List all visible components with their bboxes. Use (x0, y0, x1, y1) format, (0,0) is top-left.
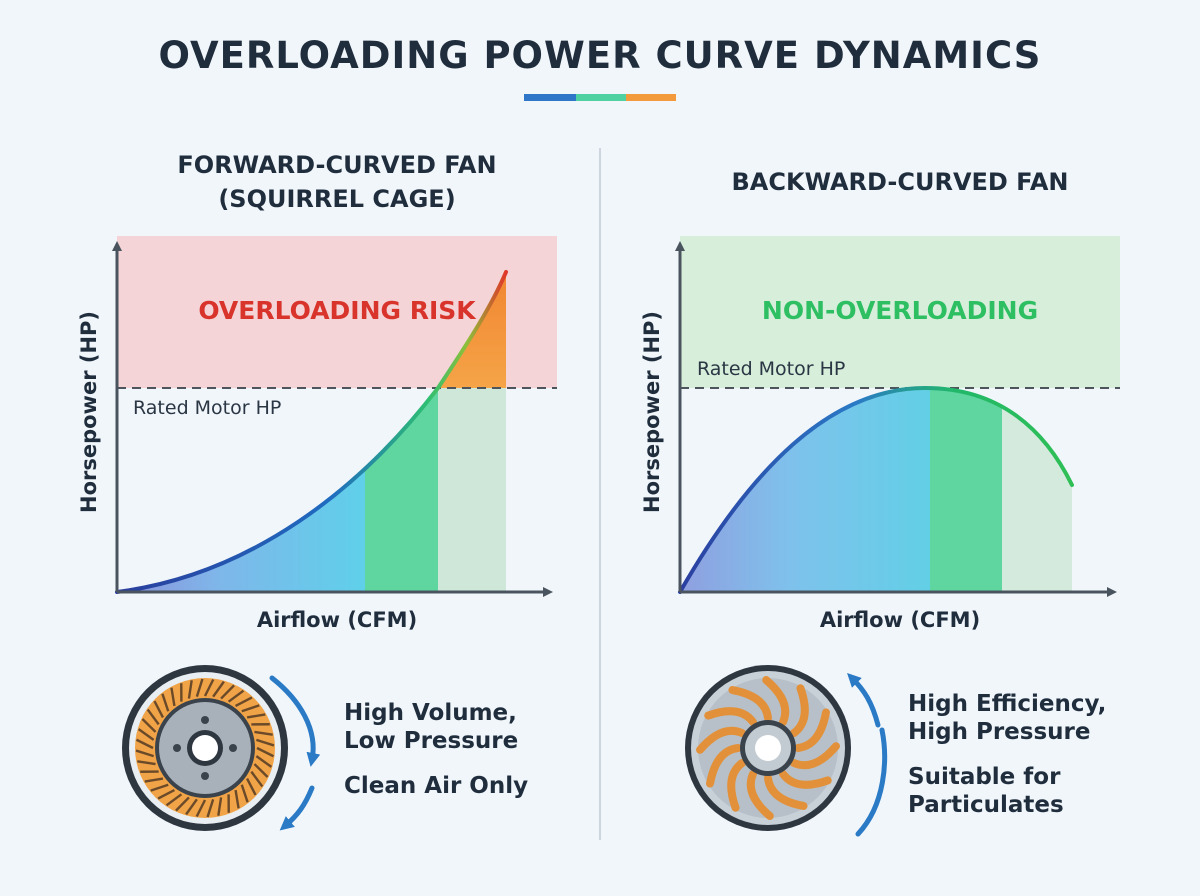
fan-blade (255, 755, 273, 768)
fan-blade (706, 744, 742, 788)
right-note-line2: High Pressure (908, 719, 1091, 745)
fan-blade (794, 708, 830, 752)
fan-blade (135, 749, 155, 758)
fan-blade (137, 728, 155, 741)
overloading-risk-label: OVERLOADING RISK (198, 296, 476, 325)
fan-blade (220, 684, 235, 700)
fan-blade (727, 759, 747, 812)
fan-blade (764, 774, 808, 810)
left-panel-title-line2: (SQUIRREL CAGE) (218, 185, 456, 213)
left-y-axis-label: Horsepower (HP) (77, 310, 101, 513)
fan-blade (146, 708, 160, 726)
fan-blade (254, 730, 273, 736)
fan-blade (253, 763, 269, 778)
fan-blade (227, 689, 245, 703)
fan-blade (170, 687, 176, 707)
fan-blade (696, 726, 747, 754)
fan-blade (789, 684, 809, 737)
fan-blade (161, 693, 170, 712)
fan-blade (246, 778, 257, 796)
fan-blade (135, 738, 154, 750)
fan-blade (195, 678, 204, 698)
non-overloading-label: NON-OVERLOADING (761, 296, 1039, 325)
fan-blade (203, 678, 215, 697)
fan-blade (241, 704, 260, 713)
fan-blade (255, 738, 275, 747)
right-note2-line2: Particulates (908, 792, 1064, 818)
fan-blade (141, 718, 157, 733)
fan-blade (728, 686, 772, 722)
fan-blade (144, 777, 164, 783)
forward-curved-fan-wheel-icon (122, 665, 288, 831)
left-rated-motor-hp-label: Rated Motor HP (133, 397, 282, 419)
right-panel-title: BACKWARD-CURVED FAN (731, 168, 1069, 196)
right-note-efficiency-pressure: High Efficiency, High Pressure (908, 690, 1106, 746)
right-note2-line1: Suitable for (908, 764, 1061, 790)
accent-bar-orange (626, 94, 676, 101)
non-overloading-zone (680, 236, 1120, 388)
fan-blade (187, 680, 193, 699)
fan-blade (256, 746, 275, 758)
fan-blade (212, 680, 225, 698)
fan-blade (246, 713, 266, 719)
fan-blade (746, 769, 774, 820)
right-x-axis-label: Airflow (CFM) (819, 608, 981, 632)
right-power-curve (678, 385, 1074, 594)
fan-blade (779, 769, 832, 789)
left-power-curve (115, 270, 508, 594)
rotation-arrow-icon (847, 673, 881, 728)
left-panel-title-line1: FORWARD-CURVED FAN (177, 151, 497, 179)
left-x-axis-label: Airflow (CFM) (256, 608, 418, 632)
fan-blade (137, 760, 156, 766)
fan-blade (240, 784, 249, 803)
right-note-particulates: Suitable for Particulates (908, 763, 1064, 819)
left-panel-title: FORWARD-CURVED FAN (SQUIRREL CAGE) (117, 148, 557, 216)
fan-blade (195, 799, 207, 818)
right-rated-motor-hp-label: Rated Motor HP (697, 358, 846, 380)
fan-blade (165, 793, 183, 807)
fan-blade (704, 707, 757, 727)
fan-blade (217, 797, 223, 816)
right-note-line1: High Efficiency, (908, 691, 1107, 717)
page-title: OVERLOADING POWER CURVE DYNAMICS (158, 34, 1042, 77)
left-note-volume-pressure: High Volume, Low Pressure (344, 699, 518, 755)
fan-blade (762, 676, 790, 727)
backward-curved-fan-wheel-icon (685, 665, 851, 831)
fan-blade (235, 696, 253, 707)
fan-blade (157, 789, 175, 800)
left-note-clean-air: Clean Air Only (344, 773, 529, 799)
fan-blade (185, 798, 198, 816)
fan-blade (250, 770, 264, 788)
fan-blade (150, 783, 169, 792)
accent-bar-blue (524, 94, 576, 101)
right-y-axis-label: Horsepower (HP) (640, 310, 664, 513)
rotation-arrow-icon (269, 675, 321, 767)
fan-blade (206, 798, 215, 818)
rotation-arrow-icon (855, 727, 888, 837)
fan-blade (175, 796, 190, 812)
accent-bar-green (576, 94, 626, 101)
rotation-arrow-icon (279, 785, 315, 831)
fan-blade (234, 789, 240, 809)
fan-blade (153, 700, 164, 718)
left-note-line1: High Volume, (344, 700, 517, 726)
left-note-line2: Low Pressure (344, 728, 519, 754)
fan-blade (789, 742, 840, 770)
